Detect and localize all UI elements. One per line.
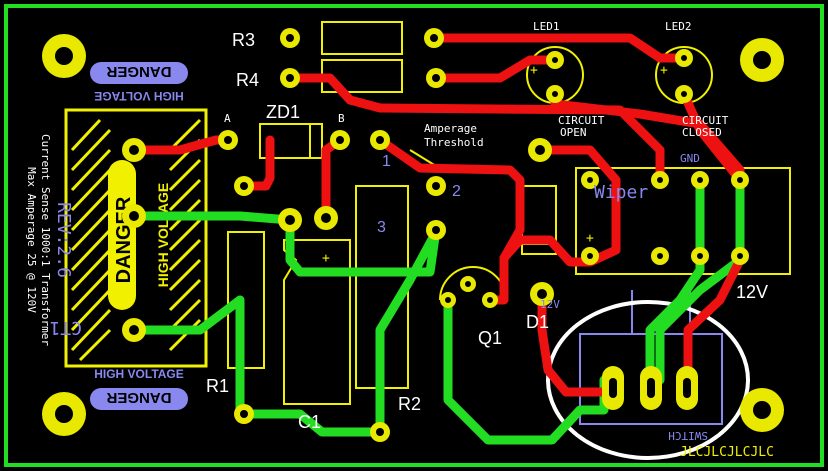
ct1-label: CT1 [49,317,82,338]
led1-label: LED1 [533,20,560,33]
svg-text:DANGER: DANGER [106,63,171,80]
amperage-line1: Amperage [424,122,477,135]
c1-plus-mark: + [322,251,330,266]
danger-pill [108,160,136,310]
note-line-1: Current Sense 1000:1 Transformer [39,134,52,346]
d1-label: D1 [526,312,549,332]
r1-label: R1 [206,376,229,396]
note-line-2: Max Amperage 25 @ 120V [25,167,38,313]
high-voltage-bottom-label: HIGH VOLTAGE [94,367,184,381]
pot-pin-numbers: 1 2 3 [377,153,461,236]
led2-plus-mark: + [660,63,668,78]
r2-label: R2 [398,394,421,414]
r4-label: R4 [236,70,259,90]
designator-labels: R3 R4 ZD1 R1 R2 C1 Q1 D1 12V [206,30,768,432]
board-outline [4,4,824,467]
led2-label: LED2 [665,20,692,33]
amperage-line2: Threshold [424,136,484,149]
wiper-label: Wiper [594,182,648,203]
gnd-label: GND [680,152,700,165]
green-traces [129,175,745,445]
small-labels: A B LED1 LED2 CIRCUIT OPEN CIRCUIT CLOSE… [224,20,774,460]
12v-small-label: 12V [540,298,560,311]
hazard-stripes [70,118,202,362]
r3-label: R3 [232,30,255,50]
rev-label: REV:2.6 [53,202,74,278]
svg-text:DANGER: DANGER [106,389,171,406]
circuit-closed-line1: CIRCUIT [682,114,729,127]
zd-a-label: A [224,112,231,125]
circuit-open-line2: OPEN [560,126,587,139]
danger-badge-bottom: DANGER [90,388,188,410]
12v-label: 12V [736,282,768,302]
mounting-holes [42,34,784,436]
pad-holes [129,34,743,436]
c1-label: C1 [298,412,321,432]
pin-2-label: 2 [452,183,461,200]
high-voltage-top-label: HIGH VOLTAGE [94,89,184,103]
silkscreen-outlines [227,21,791,425]
zd1-label: ZD1 [266,102,300,122]
circuit-closed-line2: CLOSED [682,126,722,139]
switch-label: SWITCH [668,429,708,442]
red-traces [129,33,745,397]
high-voltage-vertical-label: HIGH VOLTAGE [155,183,171,287]
relay-plus-mark: + [586,231,594,246]
zd-b-label: B [338,112,345,125]
q1-label: Q1 [478,328,502,348]
circuit-open-line1: CIRCUIT [558,114,605,127]
pin-3-label: 3 [377,219,386,236]
led1-plus-mark: + [530,63,538,78]
pin-1-label: 1 [382,153,391,170]
switch-highlight-ellipse [546,300,750,460]
footer-code: JLCJLCJLCJLC [680,445,774,460]
danger-badge-top: DANGER [90,62,188,84]
switch-pads [602,366,698,410]
